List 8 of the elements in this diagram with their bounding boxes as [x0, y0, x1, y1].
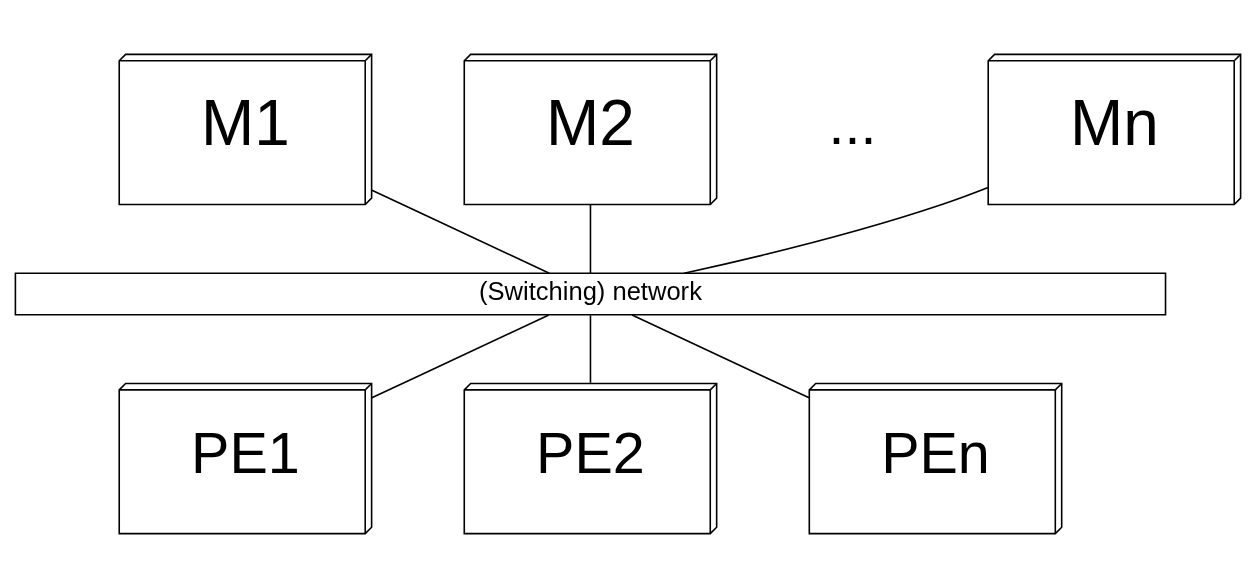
connector: [589, 314, 592, 384]
connector: [589, 203, 592, 274]
label: ...: [828, 91, 877, 156]
connector: [371, 313, 550, 399]
node-box: (Switching) network: [14, 271, 1167, 316]
connector: [631, 313, 810, 399]
connector: [371, 188, 551, 274]
connector: [683, 186, 989, 274]
